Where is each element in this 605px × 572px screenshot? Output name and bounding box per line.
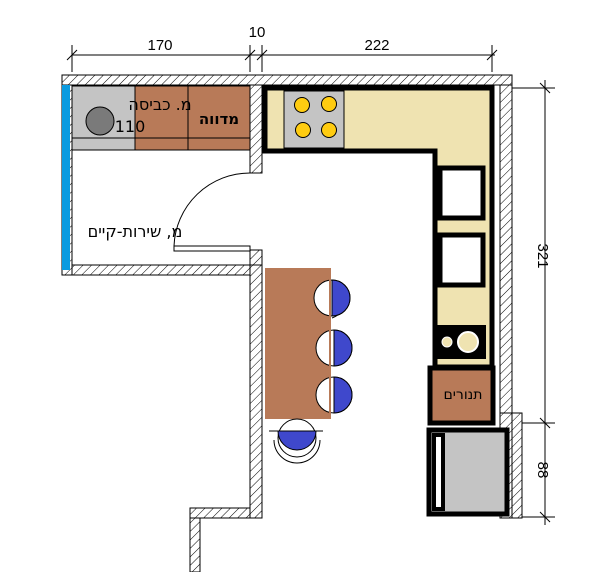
sink-2 xyxy=(437,232,486,288)
dimension-321: 321 xyxy=(534,243,551,268)
fridge-handle xyxy=(436,437,441,507)
service-room-label: מ, שירות-קיים xyxy=(88,222,183,241)
burner-icon xyxy=(321,96,337,112)
dryer-label: מדווה xyxy=(199,110,239,128)
right-dimension xyxy=(512,80,555,525)
dimension-88: 88 xyxy=(534,462,551,479)
burner-icon xyxy=(294,97,310,113)
laundry-width: 110 xyxy=(115,117,146,136)
burners xyxy=(294,96,337,138)
bar-edge xyxy=(329,270,331,418)
burner-icon xyxy=(321,122,337,138)
hob-large-burner-icon xyxy=(457,331,479,353)
dimension-10: 10 xyxy=(249,24,266,41)
burner-icon xyxy=(295,122,311,138)
stool-icon xyxy=(315,376,353,414)
hob-small-burner-icon xyxy=(441,336,453,348)
laundry-label: מ. כביסה xyxy=(128,95,191,114)
top-dimension xyxy=(66,45,498,72)
dryer-cabinet xyxy=(187,85,251,151)
ovens xyxy=(427,365,496,426)
washer-drum-icon xyxy=(85,106,115,136)
stool-icon xyxy=(315,329,353,367)
door xyxy=(173,172,262,252)
washing-machine xyxy=(71,85,136,151)
stool-icon xyxy=(313,279,351,319)
dimension-222: 222 xyxy=(364,37,389,54)
stool-icon xyxy=(269,418,323,464)
sink-1 xyxy=(437,165,486,221)
ovens-label: תנורים xyxy=(444,387,483,403)
dimension-170: 170 xyxy=(147,37,172,54)
bar-stools xyxy=(269,279,353,464)
blue-wall-strip xyxy=(62,85,70,270)
